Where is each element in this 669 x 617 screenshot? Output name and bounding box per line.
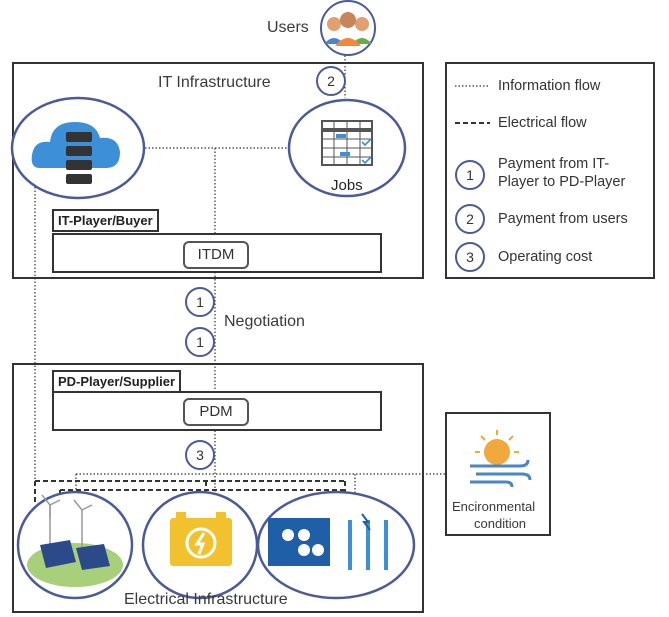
marker-three: 3	[185, 440, 215, 470]
legend-information-flow: Information flow	[498, 78, 601, 94]
legend-operating-cost: Operating cost	[498, 249, 593, 265]
jobs-label: Jobs	[331, 177, 363, 194]
hydrogen-storage-icon	[256, 490, 416, 600]
solar-wind-icon	[16, 490, 134, 600]
users-icon	[320, 0, 376, 56]
pd-infrastructure-box	[12, 363, 424, 613]
pd-player-tag: PD-Player/Supplier	[52, 370, 182, 393]
legend-marker-two: 2	[455, 204, 485, 234]
it-infrastructure-box	[12, 62, 424, 279]
users-label: Users	[267, 19, 309, 36]
negotiation-label: Negotiation	[224, 313, 305, 330]
battery-icon	[141, 490, 259, 600]
legend-payment-users: Payment from users	[498, 211, 628, 227]
jobs-icon	[287, 98, 407, 198]
environment-box	[445, 412, 551, 536]
it-infrastructure-title: IT Infrastructure	[158, 74, 271, 91]
pdm-module[interactable]: PDM	[183, 398, 249, 426]
legend-electrical-flow: Electrical flow	[498, 115, 587, 131]
environment-label-line1: Encironmental	[452, 499, 536, 514]
legend-box	[445, 62, 655, 279]
electrical-infrastructure-title: Electrical Infrastructure	[124, 591, 288, 608]
marker-one-top: 1	[185, 287, 215, 317]
environment-label-line2: condition	[474, 516, 527, 531]
itdm-module[interactable]: ITDM	[183, 241, 249, 269]
legend-payment-it-to-pd-line2: Player to PD-Player	[498, 174, 626, 190]
marker-two: 2	[316, 66, 346, 96]
legend-marker-one: 1	[455, 160, 485, 190]
marker-one-bottom: 1	[185, 327, 215, 357]
legend-payment-it-to-pd-line1: Payment from IT-	[498, 156, 610, 172]
cloud-server-icon	[10, 96, 146, 200]
legend-marker-three: 3	[455, 242, 485, 272]
it-player-tag: IT-Player/Buyer	[52, 209, 159, 232]
environment-icon	[470, 430, 532, 488]
